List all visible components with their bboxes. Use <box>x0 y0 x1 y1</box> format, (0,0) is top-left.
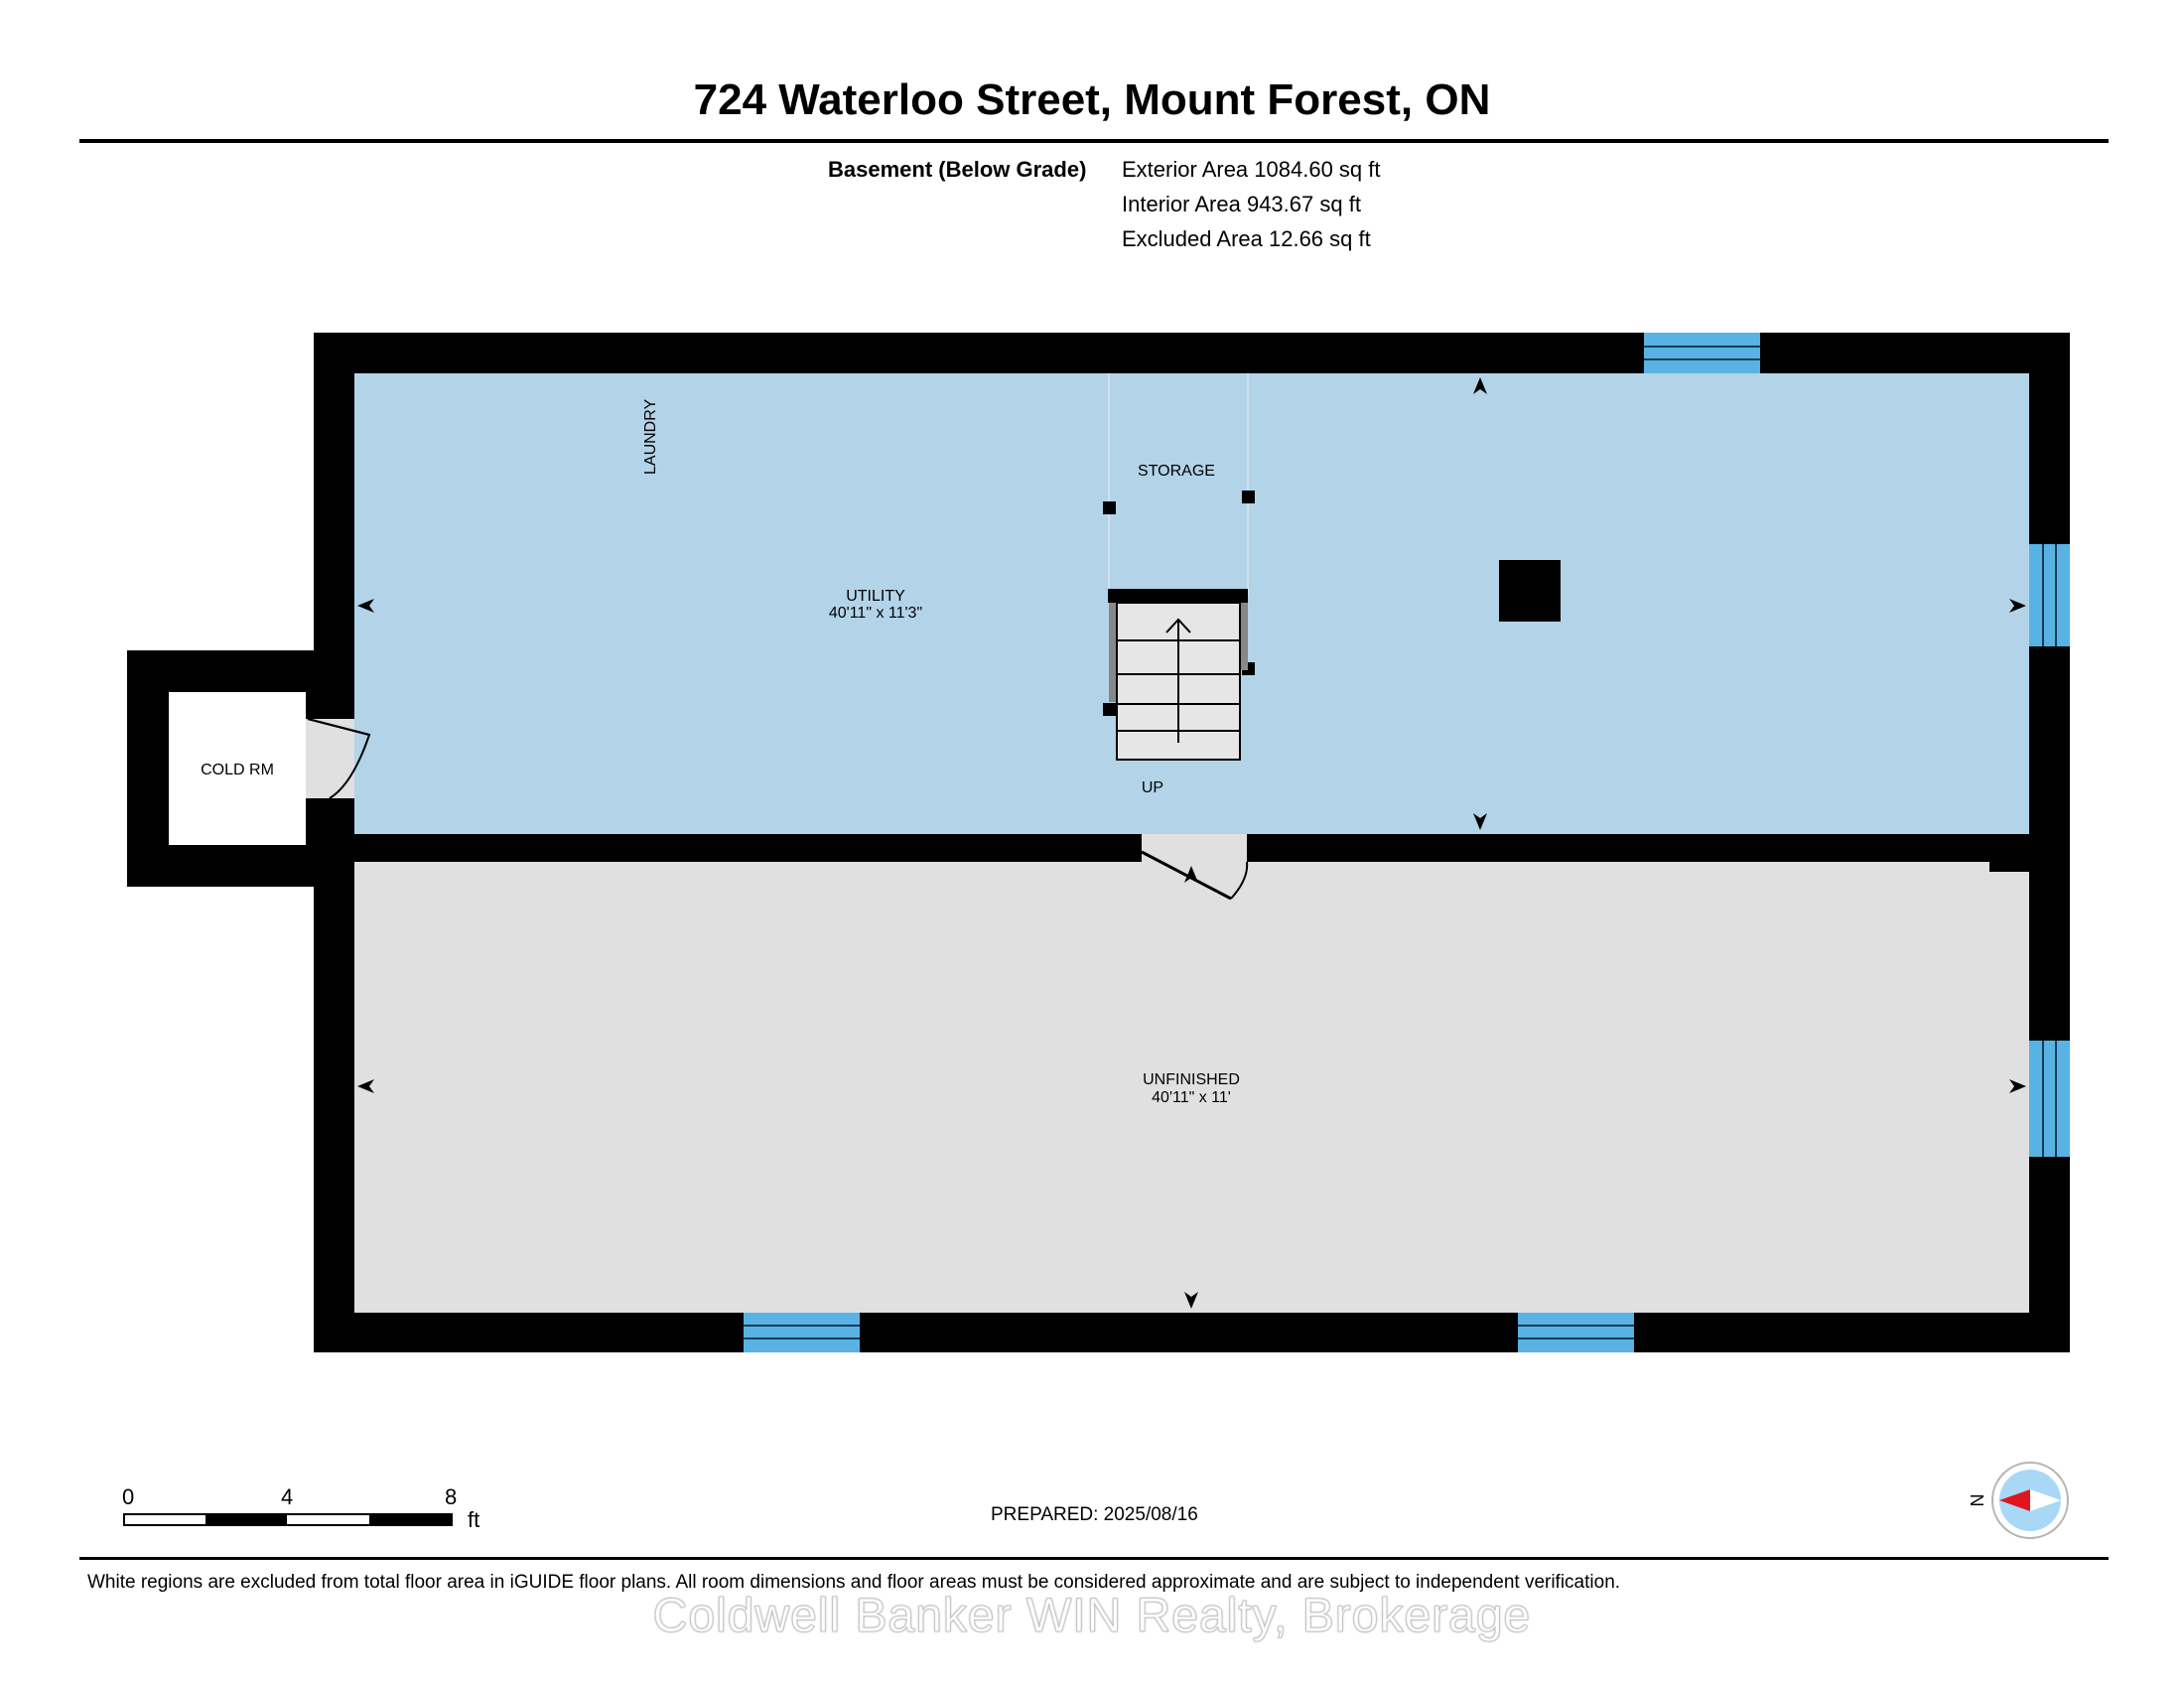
stair-arrow-head <box>1165 618 1191 633</box>
storage-label: STORAGE <box>1138 463 1215 480</box>
dimension-arrow <box>357 599 374 613</box>
scale-tick-0: 0 <box>122 1484 135 1509</box>
stairs-up-label: UP <box>1142 779 1163 796</box>
scale-tick-8: 8 <box>445 1484 458 1509</box>
post <box>1103 703 1116 716</box>
unfinished-dims: 40'11" x 11' <box>1152 1089 1231 1106</box>
scale-tick-4: 4 <box>281 1484 294 1509</box>
cold-room-door-leaf <box>307 718 370 736</box>
staircase <box>1108 589 1248 761</box>
dimension-arrow <box>1473 813 1487 830</box>
page-title: 724 Waterloo Street, Mount Forest, ON <box>693 75 1491 124</box>
dimension-arrow <box>1473 377 1487 394</box>
interior-doorway <box>1142 834 1247 862</box>
window-bottom-left <box>744 1313 860 1352</box>
floor-label: Basement (Below Grade) <box>828 157 1087 182</box>
dimension-arrow <box>1184 866 1198 883</box>
wall-notch <box>1989 854 2029 872</box>
post <box>1242 491 1255 503</box>
cold-room-label: COLD RM <box>201 762 274 778</box>
scale-bar <box>123 1513 453 1526</box>
dimension-arrow <box>1184 1292 1198 1309</box>
compass-icon: N <box>1967 1462 2069 1539</box>
cold-room-doorway <box>306 719 354 798</box>
cold-room-floor <box>169 692 306 845</box>
header-divider <box>79 139 2109 143</box>
laundry-label: LAUNDRY <box>642 399 659 476</box>
compass-needle-south <box>2030 1489 2061 1511</box>
dimension-arrow <box>2009 1079 2026 1093</box>
scale-unit: ft <box>468 1507 480 1532</box>
unfinished-name: UNFINISHED <box>1143 1071 1240 1088</box>
excluded-area: Excluded Area 12.66 sq ft <box>1122 226 1371 251</box>
window-right-upper <box>2029 544 2070 646</box>
chimney <box>1499 560 1561 622</box>
dimension-arrow <box>357 1079 374 1093</box>
utility-dims: 40'11" x 11'3" <box>829 605 922 622</box>
window-bottom-right <box>1518 1313 1634 1352</box>
prepared-date: PREPARED: 2025/08/16 <box>991 1504 1198 1525</box>
utility-name: UTILITY <box>846 588 905 605</box>
interior-area: Interior Area 943.67 sq ft <box>1122 192 1361 216</box>
unfinished-room <box>354 862 2029 1313</box>
exterior-area: Exterior Area 1084.60 sq ft <box>1122 157 1381 182</box>
footer-divider <box>79 1557 2109 1560</box>
brokerage-watermark: Coldwell Banker WIN Realty, Brokerage <box>652 1590 1532 1643</box>
window-top <box>1644 333 1760 373</box>
dimension-arrow <box>2009 599 2026 613</box>
interior-door-swing <box>1230 861 1249 900</box>
compass-needle-north <box>1999 1489 2030 1511</box>
disclaimer: White regions are excluded from total fl… <box>87 1572 1621 1593</box>
post <box>1103 501 1116 514</box>
interior-door-leaf <box>1141 850 1232 901</box>
window-right-lower <box>2029 1041 2070 1157</box>
compass-north-label: N <box>1967 1494 1986 1507</box>
